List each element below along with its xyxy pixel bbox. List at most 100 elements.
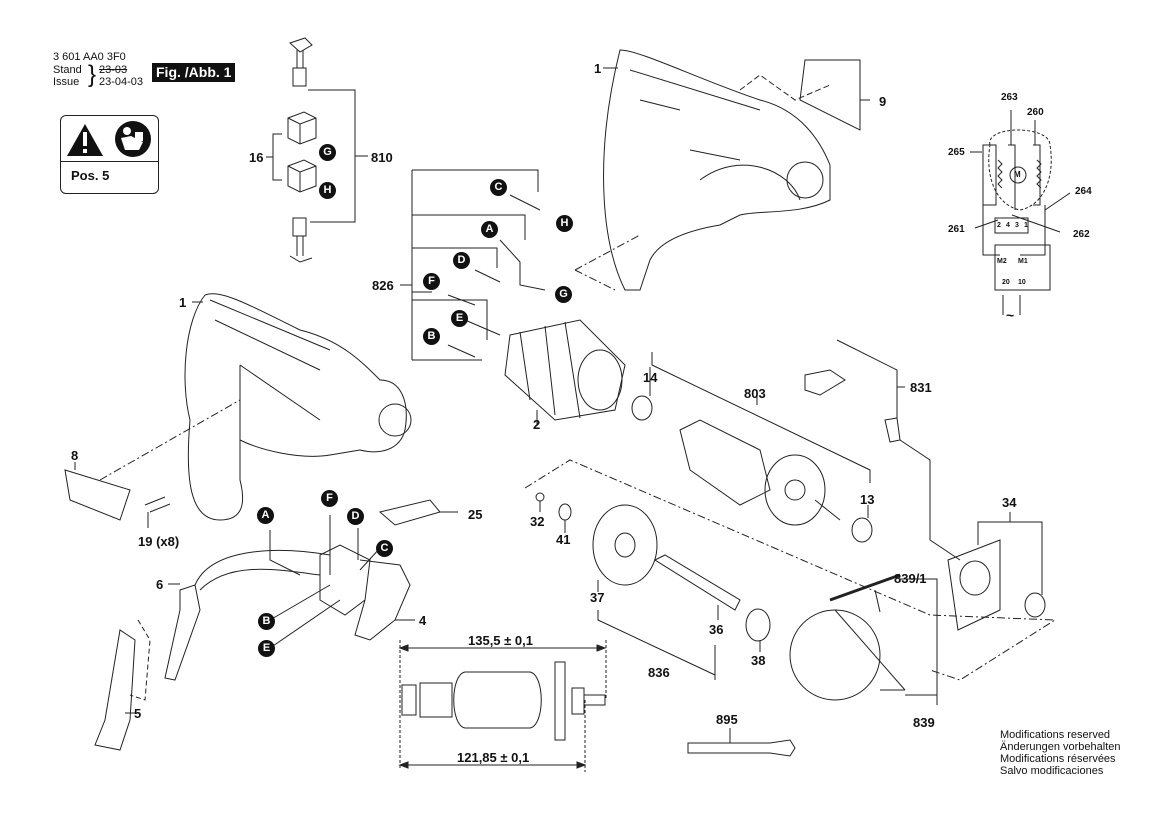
switch-letter-leaders xyxy=(269,515,381,649)
connector-a-wires: A xyxy=(481,221,498,238)
brace-symbol: } xyxy=(88,61,97,88)
connector-f-switch: F xyxy=(321,490,338,507)
connector-h-wires: H xyxy=(556,215,573,232)
motor-symbol: M xyxy=(1014,170,1021,179)
housing-half-right xyxy=(603,49,831,291)
bracket-839 xyxy=(900,578,938,705)
stand-date-struck: 23-03 xyxy=(99,64,128,76)
arm-fan xyxy=(554,661,566,741)
connector-d-wires: D xyxy=(453,252,470,269)
arm-core xyxy=(453,671,542,729)
sticker-8-dash xyxy=(74,399,241,481)
wiring-label-265: 265 xyxy=(948,147,965,158)
connector-g-brush: G xyxy=(319,144,336,161)
lever-clip xyxy=(884,417,901,443)
connector-f-wires: F xyxy=(423,273,440,290)
bracket-831 xyxy=(836,339,905,418)
connector-b-wires: B xyxy=(423,328,440,345)
part-label-839-1: 839/1 xyxy=(894,571,927,586)
part-number: 3 601 AA0 3F0 xyxy=(53,51,126,63)
note-de: Änderungen vorbehalten xyxy=(1000,741,1121,753)
dimension-bearing-span: 121,85 ± 0,1 xyxy=(457,750,530,765)
brush-holder-h xyxy=(287,159,317,193)
terminal-3: 3 xyxy=(1015,222,1019,229)
gear-housing-34 xyxy=(947,539,1001,631)
part-label-6: 6 xyxy=(156,577,164,592)
arm-pinion xyxy=(584,694,606,706)
issue-date: 23-04-03 xyxy=(99,76,144,88)
part-label-9: 9 xyxy=(879,94,887,109)
wiring-label-262: 262 xyxy=(1073,229,1090,240)
armature-dimension-drawing xyxy=(398,640,607,772)
note-es: Salvo modificaciones xyxy=(1000,765,1104,777)
part-label-8: 8 xyxy=(71,448,79,463)
chuck-key-shaft xyxy=(874,589,881,613)
wiring-diagram xyxy=(970,110,1071,315)
part-label-34: 34 xyxy=(1002,495,1017,510)
connector-b-switch: B xyxy=(258,613,275,630)
note-en: Modifications reserved xyxy=(1000,729,1111,741)
carbon-brush-top xyxy=(289,37,313,87)
wiring-label-264: 264 xyxy=(1075,186,1092,197)
gear-37-hub xyxy=(614,532,636,558)
housing-dash-line xyxy=(574,234,641,291)
switch-terminal-m1: M1 xyxy=(1018,258,1028,265)
wiring-label-261: 261 xyxy=(948,224,965,235)
spindle-36 xyxy=(653,554,741,611)
connector-e-wires: E xyxy=(451,310,468,327)
gear-housing-bore xyxy=(959,560,991,596)
part-label-13: 13 xyxy=(860,492,875,507)
ball-32 xyxy=(535,492,545,502)
arm-bearing-left xyxy=(401,684,417,716)
ac-symbol: ~ xyxy=(1006,307,1015,323)
bracket-16 xyxy=(266,133,282,181)
switch-terminal-20: 20 xyxy=(1002,279,1010,286)
sticker-dash-line xyxy=(739,74,831,101)
cable-protector-6 xyxy=(164,584,201,681)
bearing-14 xyxy=(631,395,653,421)
switch xyxy=(319,544,411,641)
gear-38 xyxy=(745,608,771,642)
lever-line xyxy=(899,439,961,561)
dimension-extension-lines xyxy=(399,640,607,772)
carbon-brush-bottom xyxy=(289,217,313,263)
spring-41 xyxy=(558,503,572,521)
screw-19 xyxy=(144,496,171,513)
part-label-1-top: 1 xyxy=(594,61,602,76)
drill-chuck-839 xyxy=(789,609,881,701)
part-label-25: 25 xyxy=(468,507,483,522)
part-label-14: 14 xyxy=(643,370,658,385)
part-label-839: 839 xyxy=(913,715,935,730)
part-label-2: 2 xyxy=(533,417,541,432)
part-label-38: 38 xyxy=(751,653,766,668)
part-label-826: 826 xyxy=(372,278,394,293)
wiring-label-260: 260 xyxy=(1027,107,1044,118)
part-label-37: 37 xyxy=(590,590,605,605)
part-label-803: 803 xyxy=(744,386,766,401)
bracket-803 xyxy=(651,352,871,483)
gear-dash-box xyxy=(524,459,1057,681)
terminal-1: 1 xyxy=(1024,222,1028,229)
figure-label: Fig. /Abb. 1 xyxy=(152,63,236,82)
part-label-895: 895 xyxy=(716,712,738,727)
read-manual-icon xyxy=(115,121,151,157)
part-label-810: 810 xyxy=(371,150,393,165)
bushing-34 xyxy=(1024,592,1046,618)
warning-position-label: Pos. 5 xyxy=(71,168,110,183)
dimension-overall-length: 135,5 ± 0,1 xyxy=(468,633,533,648)
part-label-41: 41 xyxy=(556,532,571,547)
warning-icons-row xyxy=(61,116,158,162)
bracket-836 xyxy=(597,580,716,680)
power-cable xyxy=(194,549,331,591)
plug-dash-bracket xyxy=(129,619,151,701)
chuck-body xyxy=(834,609,906,691)
connector-c-switch: C xyxy=(376,540,393,557)
arm-bearing-right xyxy=(571,687,585,715)
bearing-13 xyxy=(851,517,873,543)
warning-box: Pos. 5 xyxy=(60,115,159,194)
switch-terminal-m2: M2 xyxy=(997,258,1007,265)
issue-label: Issue xyxy=(53,76,80,88)
arm-commutator xyxy=(419,682,453,718)
grease-tube-895 xyxy=(687,739,796,757)
chuck-key-839-1 xyxy=(829,573,901,602)
